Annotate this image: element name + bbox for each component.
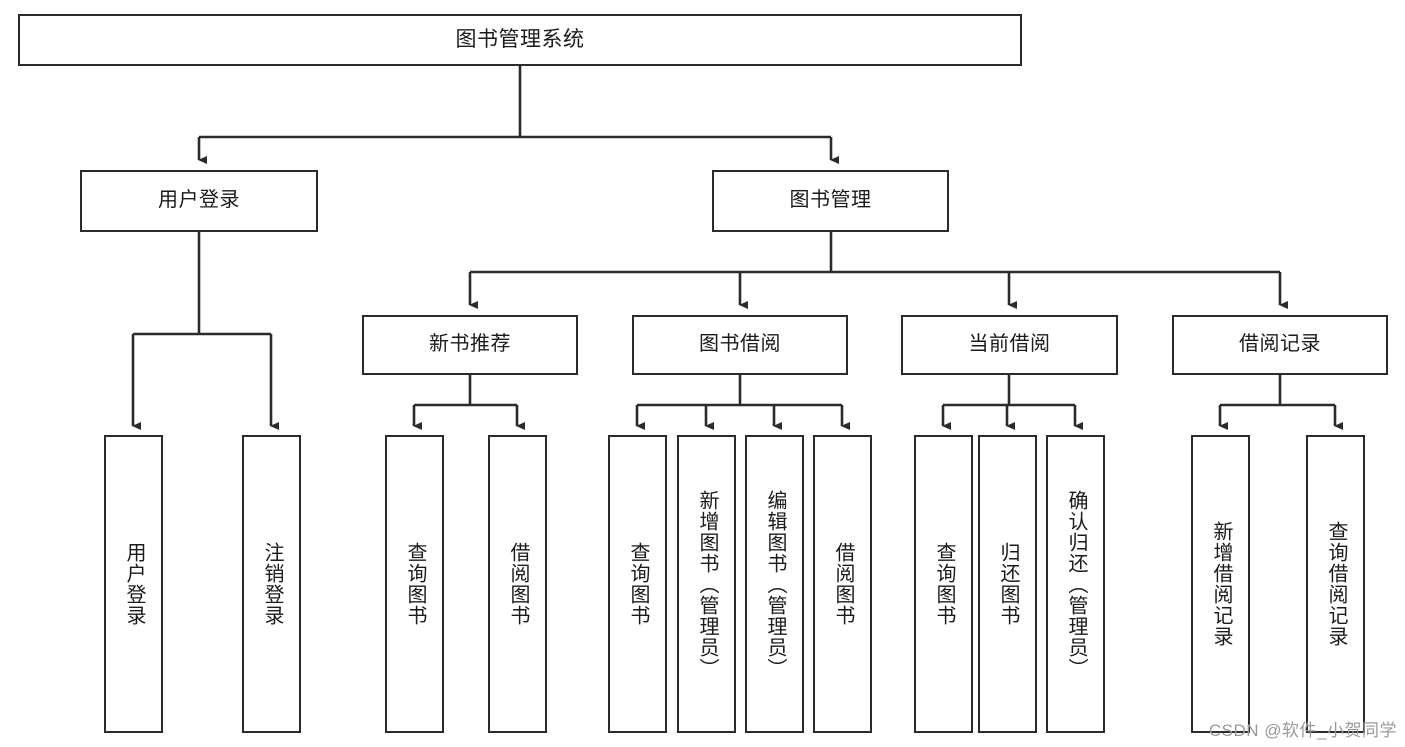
node-current-borrow-label: 当前借阅	[968, 333, 1051, 356]
leaf-add-book-admin[interactable]: 新增图书（管理员）	[677, 435, 736, 733]
node-root[interactable]: 图书管理系统	[18, 14, 1022, 66]
node-book-management-label: 图书管理	[789, 189, 872, 212]
leaf-query-borrow-record[interactable]: 查询借阅记录	[1306, 435, 1365, 733]
leaf-borrow-book-recommend[interactable]: 借阅图书	[488, 435, 547, 733]
leaf-return-book-label: 归还图书	[997, 542, 1019, 626]
node-root-label: 图书管理系统	[455, 27, 585, 51]
leaf-query-book-current-label: 查询图书	[933, 542, 955, 626]
node-book-management[interactable]: 图书管理	[712, 170, 949, 232]
leaf-user-login[interactable]: 用户登录	[104, 435, 163, 733]
node-book-borrow-label: 图书借阅	[699, 333, 781, 356]
leaf-user-login-label: 用户登录	[123, 542, 145, 626]
node-borrow-record-label: 借阅记录	[1239, 333, 1321, 356]
node-book-borrow[interactable]: 图书借阅	[632, 315, 848, 375]
leaf-query-book-current[interactable]: 查询图书	[914, 435, 973, 733]
leaf-logout-label: 注销登录	[261, 542, 283, 626]
leaf-query-book-recommend[interactable]: 查询图书	[385, 435, 444, 733]
leaf-query-book-recommend-label: 查询图书	[404, 542, 426, 626]
leaf-logout[interactable]: 注销登录	[242, 435, 301, 733]
node-current-borrow[interactable]: 当前借阅	[901, 315, 1118, 375]
node-user-login-label: 用户登录	[158, 189, 240, 212]
leaf-edit-book-admin[interactable]: 编辑图书（管理员）	[745, 435, 804, 733]
leaf-add-borrow-record-label: 新增借阅记录	[1210, 521, 1232, 647]
node-new-book-recommend[interactable]: 新书推荐	[362, 315, 578, 375]
leaf-edit-book-admin-label: 编辑图书（管理员）	[764, 489, 786, 679]
leaf-confirm-return-admin-label: 确认归还（管理员）	[1065, 489, 1087, 679]
node-borrow-record[interactable]: 借阅记录	[1172, 315, 1388, 375]
leaf-add-borrow-record[interactable]: 新增借阅记录	[1191, 435, 1250, 733]
leaf-query-book[interactable]: 查询图书	[608, 435, 667, 733]
leaf-confirm-return-admin[interactable]: 确认归还（管理员）	[1046, 435, 1105, 733]
leaf-return-book[interactable]: 归还图书	[978, 435, 1037, 733]
node-user-login[interactable]: 用户登录	[80, 170, 318, 232]
leaf-add-book-admin-label: 新增图书（管理员）	[696, 489, 718, 679]
leaf-borrow-book-label: 借阅图书	[832, 542, 854, 626]
node-new-book-recommend-label: 新书推荐	[429, 333, 511, 356]
leaf-query-borrow-record-label: 查询借阅记录	[1325, 521, 1347, 647]
leaf-borrow-book[interactable]: 借阅图书	[813, 435, 872, 733]
leaf-borrow-book-recommend-label: 借阅图书	[507, 542, 529, 626]
leaf-query-book-label: 查询图书	[627, 542, 649, 626]
